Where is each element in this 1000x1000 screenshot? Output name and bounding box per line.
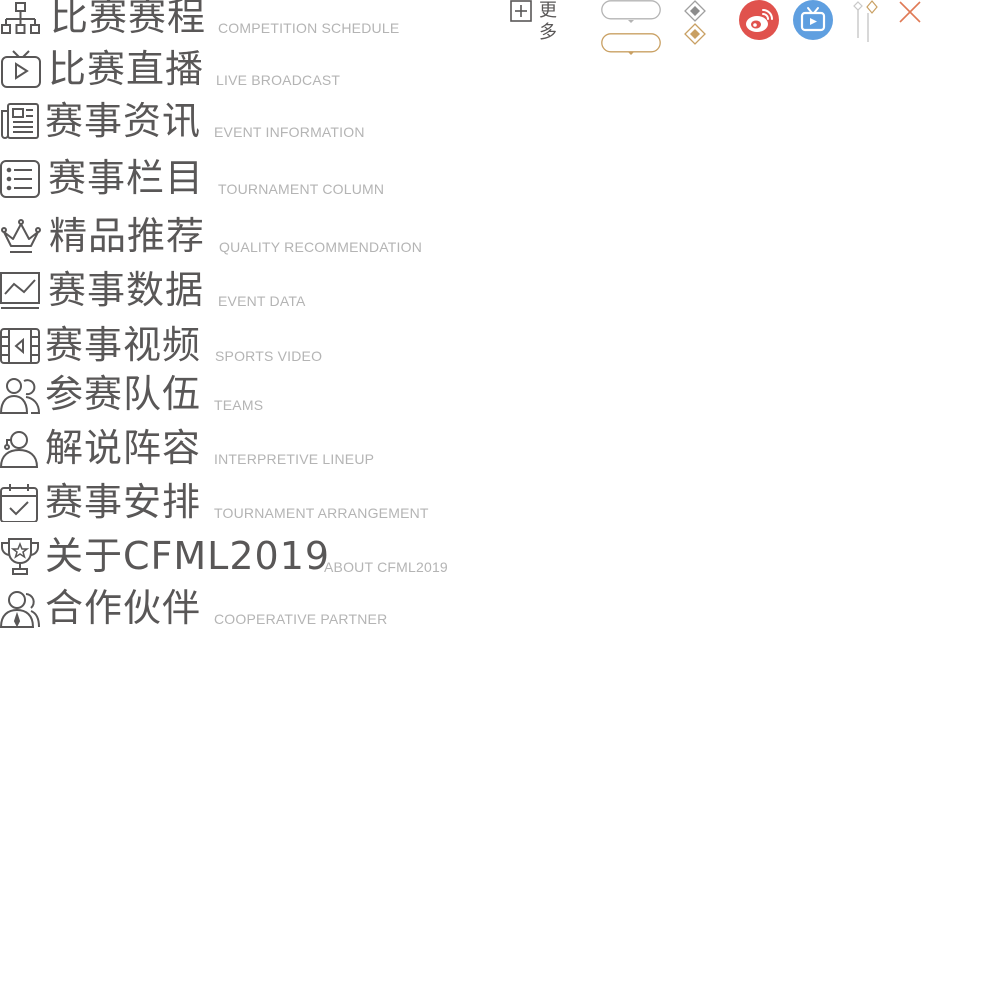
list-icon bbox=[0, 158, 42, 198]
film-icon bbox=[0, 325, 42, 365]
menu-label-zh: 精品推荐 bbox=[49, 214, 206, 258]
menu-label-en: LIVE BROADCAST bbox=[216, 72, 341, 88]
menu-label-en: COMPETITION SCHEDULE bbox=[218, 20, 400, 36]
menu-label-en: QUALITY RECOMMENDATION bbox=[219, 239, 423, 255]
menu-label-en: ABOUT CFML2019 bbox=[324, 559, 448, 575]
close-button[interactable] bbox=[898, 0, 922, 24]
commentator-icon bbox=[0, 428, 42, 468]
dropdown-pill-gold-icon[interactable] bbox=[601, 33, 661, 55]
menu-label-en: TEAMS bbox=[214, 397, 264, 413]
menu-label-en: TOURNAMENT ARRANGEMENT bbox=[214, 505, 429, 521]
menu-label-en: COOPERATIVE PARTNER bbox=[214, 611, 388, 627]
menu-label-zh: 赛事安排 bbox=[45, 480, 202, 524]
menu-label-en: INTERPRETIVE LINEUP bbox=[214, 451, 375, 467]
pin-markers-icon bbox=[850, 0, 882, 44]
menu-label-zh: 比赛直播 bbox=[48, 47, 205, 91]
plus-square-icon bbox=[510, 0, 532, 22]
menu-label-zh: 参赛队伍 bbox=[45, 372, 202, 416]
tv-icon[interactable] bbox=[793, 0, 833, 40]
menu-label-zh: 赛事视频 bbox=[45, 323, 202, 367]
line-chart-icon bbox=[0, 270, 42, 310]
partner-icon bbox=[0, 588, 42, 628]
menu-label-zh: 关于CFML2019 bbox=[45, 534, 331, 578]
diamond-gray-icon bbox=[684, 0, 706, 22]
dropdown-pill-gray-icon[interactable] bbox=[601, 0, 661, 23]
tv-play-icon bbox=[0, 49, 42, 89]
close-icon bbox=[899, 1, 921, 23]
menu-label-zh: 赛事数据 bbox=[48, 268, 205, 312]
menu-label-en: EVENT INFORMATION bbox=[214, 124, 365, 140]
trophy-icon bbox=[0, 536, 42, 576]
team-icon bbox=[0, 374, 42, 414]
menu-label-zh: 比赛赛程 bbox=[50, 0, 207, 39]
menu-label-en: SPORTS VIDEO bbox=[215, 348, 323, 364]
more-label: 更多 bbox=[539, 0, 557, 43]
newspaper-icon bbox=[0, 101, 42, 141]
menu-label-zh: 合作伙伴 bbox=[45, 586, 202, 630]
menu-label-en: EVENT DATA bbox=[218, 293, 306, 309]
calendar-check-icon bbox=[0, 482, 42, 522]
menu-label-zh: 赛事资讯 bbox=[45, 99, 202, 143]
menu-label-zh: 赛事栏目 bbox=[48, 156, 205, 200]
weibo-icon[interactable] bbox=[739, 0, 779, 40]
menu-label-zh: 解说阵容 bbox=[45, 426, 202, 470]
crown-icon bbox=[0, 216, 42, 256]
menu-label-en: TOURNAMENT COLUMN bbox=[218, 181, 385, 197]
diamond-gold-icon bbox=[684, 23, 706, 45]
org-chart-icon bbox=[0, 0, 42, 37]
